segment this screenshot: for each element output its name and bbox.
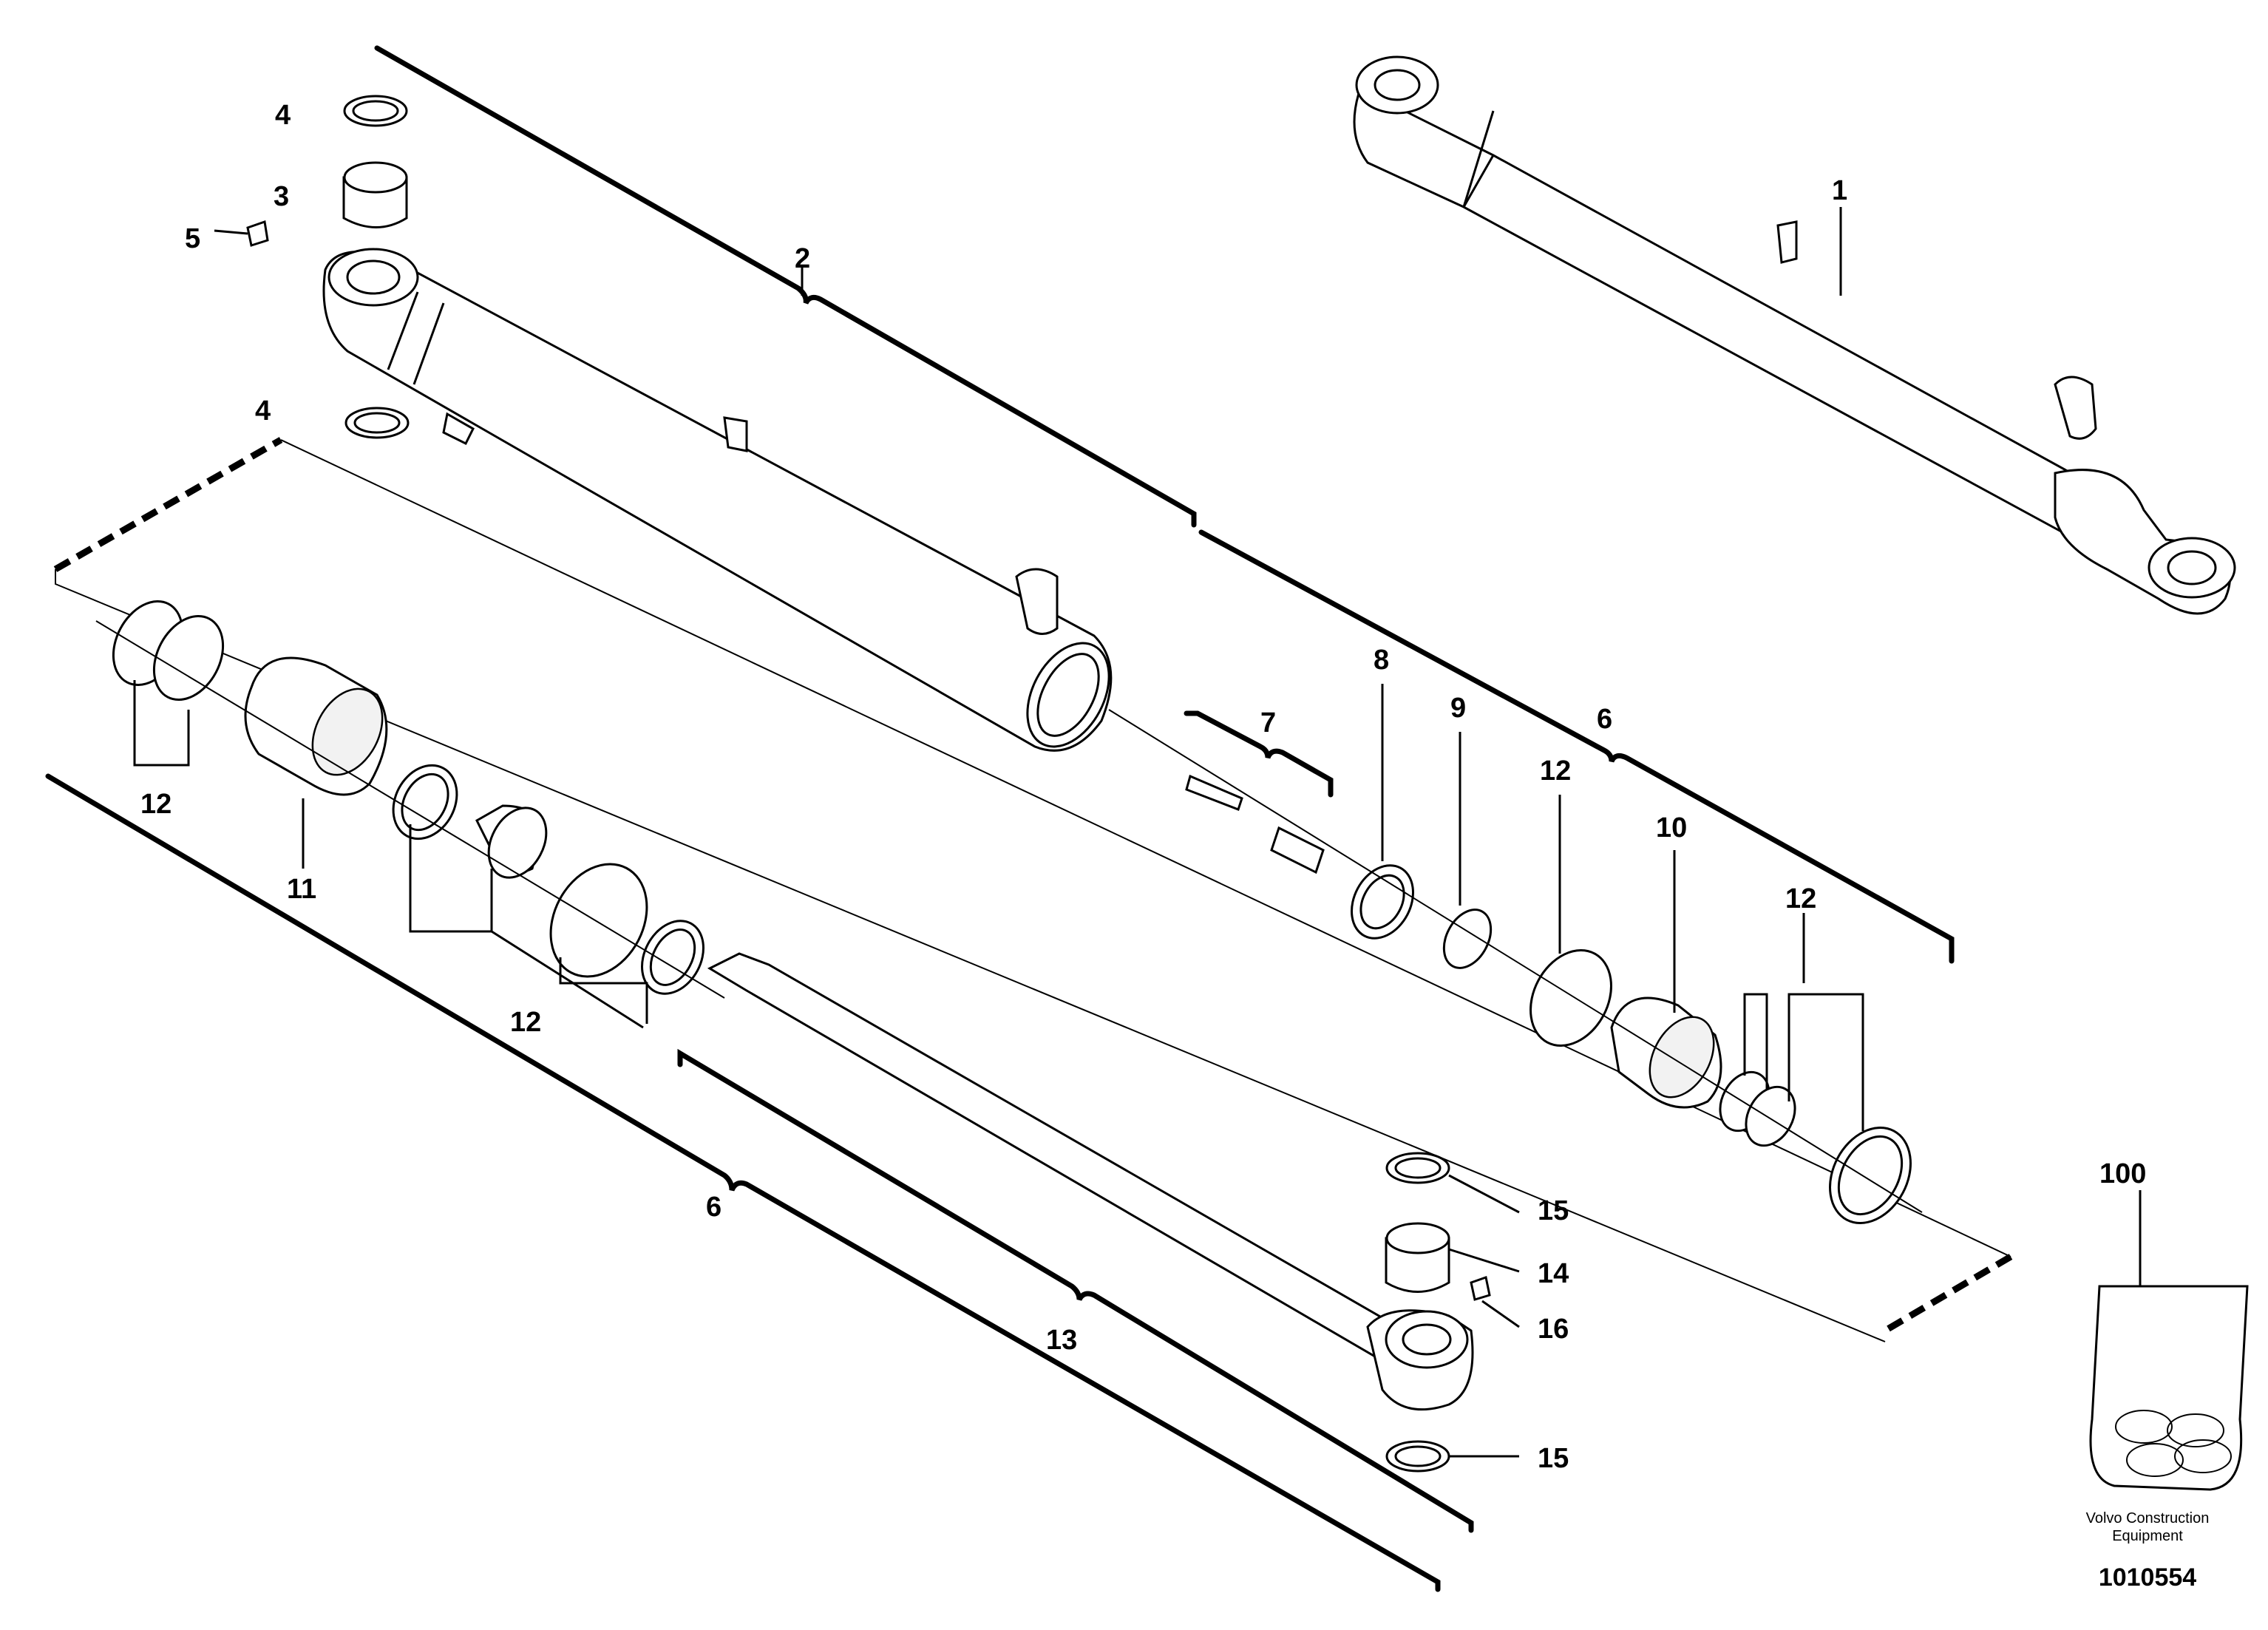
callout-100: 100 — [2099, 1158, 2146, 1189]
assembled-cylinder — [1353, 55, 2236, 615]
callout-6-left: 6 — [706, 1192, 722, 1223]
callouts: 1 2 3 4 4 5 6 6 7 8 9 10 11 12 12 12 12 … — [140, 100, 2146, 1474]
callout-9: 9 — [1450, 693, 1466, 724]
cylinder-tube — [322, 248, 1113, 752]
upper-small-parts — [214, 95, 410, 439]
lower-small-parts — [1385, 1152, 1491, 1473]
callout-7: 7 — [1260, 707, 1276, 738]
callout-15-upper: 15 — [1538, 1195, 1569, 1226]
callout-4-upper: 4 — [275, 100, 291, 131]
company-name-line2: Equipment — [2112, 1528, 2183, 1544]
piston-parts — [1108, 709, 1923, 1224]
footer: Volvo Construction Equipment 1010554 — [2086, 1510, 2210, 1592]
callout-16: 16 — [1538, 1314, 1569, 1345]
callout-4-lower: 4 — [255, 395, 271, 427]
callout-12-b: 12 — [510, 1007, 541, 1038]
callout-14: 14 — [1538, 1258, 1569, 1289]
callout-5: 5 — [185, 223, 200, 254]
seal-kit-bag — [2089, 1285, 2249, 1491]
callout-13: 13 — [1046, 1325, 1077, 1356]
piston-rod — [707, 952, 1474, 1411]
drawing-number: 1010554 — [2099, 1563, 2196, 1592]
callout-15-lower: 15 — [1538, 1443, 1569, 1474]
leader-lines — [133, 207, 2142, 1458]
callout-8: 8 — [1374, 645, 1389, 676]
gland-assembly — [95, 600, 725, 999]
company-name-line1: Volvo Construction — [2086, 1510, 2210, 1527]
callout-2: 2 — [795, 243, 810, 274]
callout-12-c: 12 — [1540, 755, 1571, 787]
callout-6-right: 6 — [1597, 704, 1612, 735]
callout-1: 1 — [1832, 175, 1847, 206]
callout-12-a: 12 — [140, 789, 172, 820]
callout-11: 11 — [287, 874, 316, 905]
callout-12-d: 12 — [1785, 883, 1816, 914]
callout-3: 3 — [274, 181, 289, 212]
callout-10: 10 — [1656, 812, 1687, 843]
